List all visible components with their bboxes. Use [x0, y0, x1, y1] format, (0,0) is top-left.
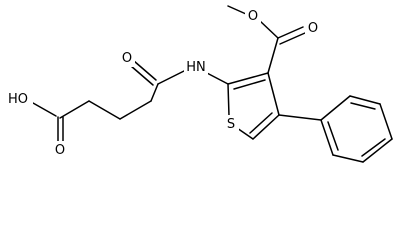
atom-label-ester-o: O: [248, 9, 258, 24]
bond-nh-thiophene: [204, 71, 229, 85]
bond-ring-c5-s: [236, 127, 254, 140]
bond-phenyl-6: [320, 119, 334, 156]
bond-phenyl-4-inner: [361, 138, 386, 157]
atom-label-ester-carbonyl-o: O: [308, 21, 318, 36]
atom-labels: HO O O HN O O S: [4, 7, 321, 159]
bond-ring-s-c2: [227, 83, 230, 117]
bond-ring-c3-ester-c: [267, 37, 279, 74]
bond-ring-c2-c3-inner: [233, 79, 266, 90]
atom-label-oh: HO: [8, 92, 28, 107]
bond-ester-c-o-double-a: [277, 26, 304, 39]
atom-label-nh: HN: [186, 60, 206, 75]
bond-ho-c1: [32, 102, 57, 117]
bond-c1-c2: [59, 100, 90, 119]
bond-c3-c4: [119, 100, 152, 120]
bond-phenyl-2-inner: [350, 102, 376, 110]
bond-ester-c-o-single: [259, 20, 279, 39]
bond-ester-c-o-double-b: [279, 32, 306, 45]
bond-ring-c4-c5-a: [252, 114, 280, 140]
bond-ring-c4-c5-b: [249, 112, 273, 134]
chemical-structure-diagram: HO O O HN O O S: [4, 5, 393, 163]
bond-ester-o-methyl: [227, 5, 247, 15]
bond-phenyl-2: [349, 95, 381, 105]
bond-ring-c4-phenyl: [278, 114, 322, 121]
bond-phenyl-5: [332, 154, 364, 163]
bond-phenyl-4: [362, 138, 393, 163]
bonds: [32, 5, 393, 163]
bond-phenyl-1: [320, 95, 351, 121]
atom-label-acid-o: O: [55, 143, 65, 158]
bond-c5-o-double-b: [130, 65, 154, 86]
atom-label-s: S: [227, 117, 235, 132]
bond-ring-c2-c3: [227, 72, 269, 85]
atom-label-amide-o: O: [122, 51, 132, 66]
bond-c5-o-double-a: [133, 60, 157, 81]
bond-phenyl-6-inner: [327, 121, 339, 151]
bond-c2-c3: [88, 100, 121, 120]
bond-c5-nh: [157, 69, 187, 85]
bond-phenyl-3: [379, 103, 393, 140]
bond-c4-c5: [150, 83, 159, 102]
bond-ring-c3-c4: [267, 72, 280, 116]
